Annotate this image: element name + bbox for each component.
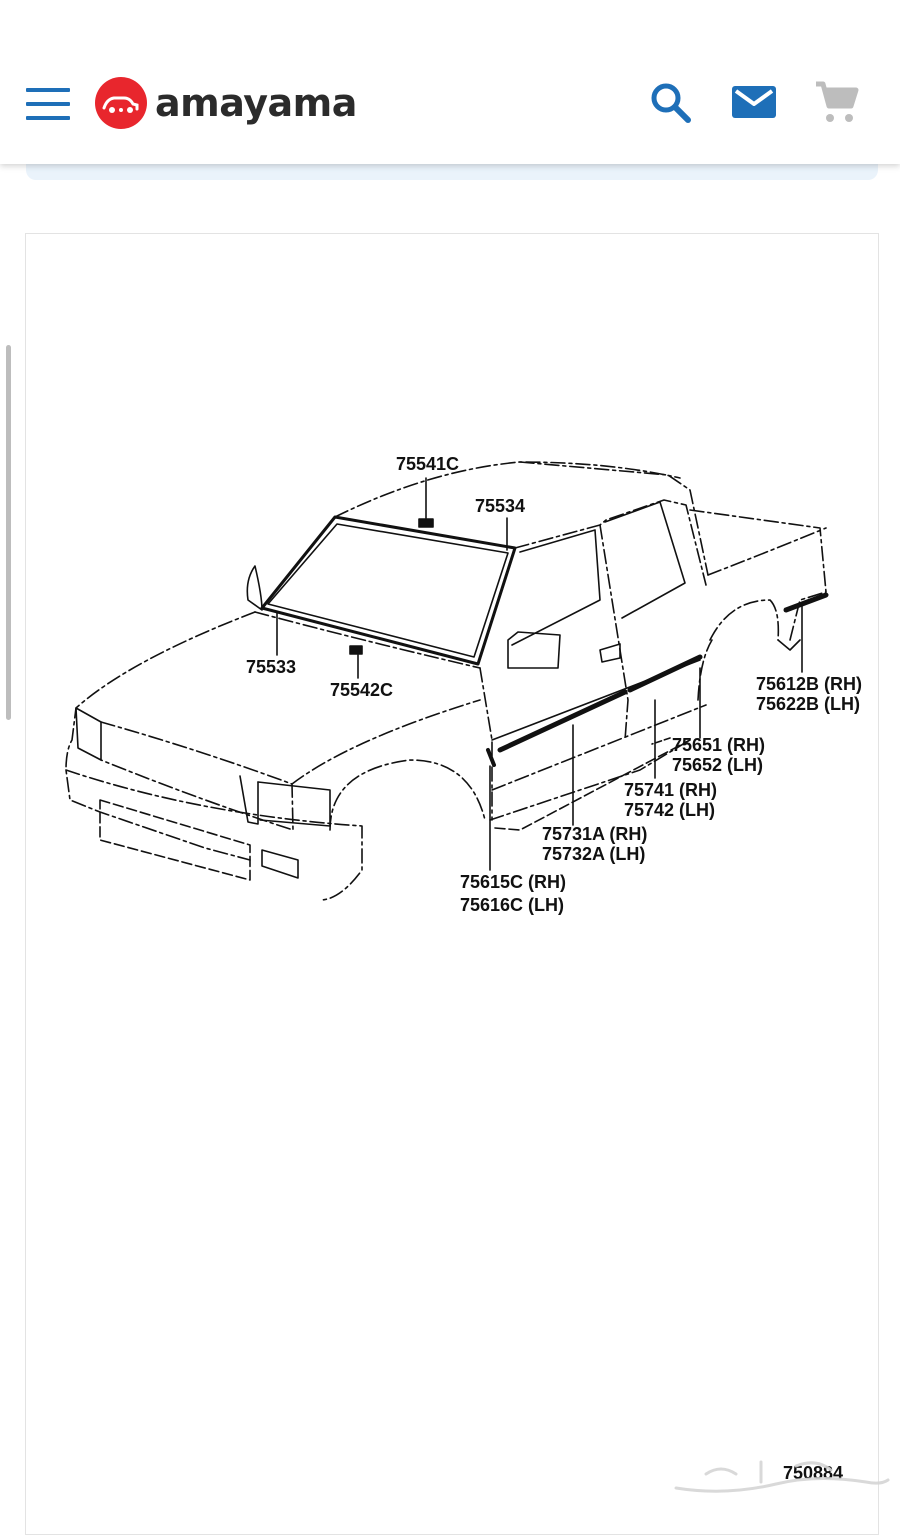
- callout-75612b[interactable]: 75612B (RH): [756, 674, 862, 694]
- car-logo-icon: [95, 77, 147, 129]
- callout-75616c[interactable]: 75616C (LH): [460, 895, 564, 915]
- callout-75731a[interactable]: 75731A (RH): [542, 824, 647, 844]
- callout-75741[interactable]: 75741 (RH): [624, 780, 717, 800]
- callout-75541c[interactable]: 75541C: [396, 454, 459, 474]
- watermark-logo: [674, 1460, 890, 1493]
- search-icon[interactable]: [646, 78, 694, 126]
- menu-icon: [26, 88, 70, 92]
- part-callouts: 75541C 75534 75533 75542C 75612B (RH) 75…: [246, 454, 862, 1483]
- menu-icon-bar: [26, 116, 70, 120]
- truck-outline: [65, 461, 829, 901]
- app-header: amayama: [0, 0, 900, 164]
- parts-diagram-card: [25, 233, 879, 1535]
- callout-75542c[interactable]: 75542C: [330, 680, 393, 700]
- brand-name: amayama: [155, 81, 357, 125]
- brand-logo[interactable]: amayama: [95, 76, 357, 130]
- menu-icon-bar: [26, 102, 70, 106]
- scrollbar-thumb[interactable]: [6, 345, 11, 720]
- menu-button[interactable]: [26, 88, 70, 120]
- callout-75651[interactable]: 75651 (RH): [672, 735, 765, 755]
- callout-75533[interactable]: 75533: [246, 657, 296, 677]
- callout-75652[interactable]: 75652 (LH): [672, 755, 763, 775]
- callout-75615c[interactable]: 75615C (RH): [460, 872, 566, 892]
- callout-75622b[interactable]: 75622B (LH): [756, 694, 860, 714]
- sub-header-bar: [26, 164, 878, 180]
- mail-icon[interactable]: [730, 78, 778, 126]
- cart-icon[interactable]: [812, 78, 860, 126]
- callout-75732a[interactable]: 75732A (LH): [542, 844, 645, 864]
- callout-75742[interactable]: 75742 (LH): [624, 800, 715, 820]
- parts-diagram[interactable]: 75541C 75534 75533 75542C 75612B (RH) 75…: [0, 0, 900, 1504]
- callout-75534[interactable]: 75534: [475, 496, 525, 516]
